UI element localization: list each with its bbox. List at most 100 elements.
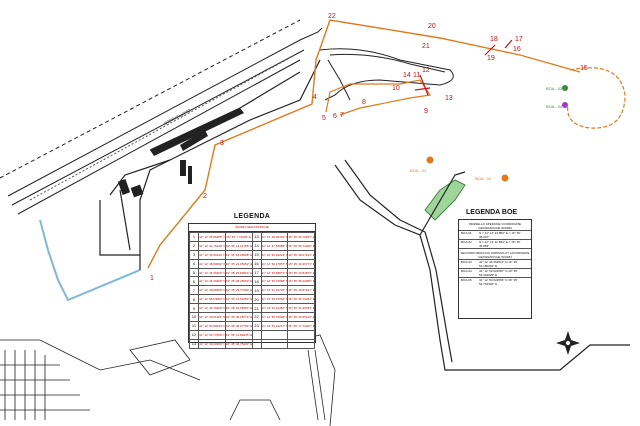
legenda-number: 1 xyxy=(189,232,199,242)
buoy-label: BOA - 04 xyxy=(546,104,563,109)
legenda-coordinate: 16° 35' 38.07754" E xyxy=(224,320,253,331)
legenda-coordinate: 16° 35' 36.87917" E xyxy=(287,285,315,296)
boe-key: BOA-04 xyxy=(461,269,472,273)
compass-rose-icon xyxy=(556,331,580,355)
legenda-coordinate: 41° 12' 53.68873" N xyxy=(260,267,289,278)
breakwater xyxy=(0,19,323,215)
legenda-number: 11 xyxy=(189,320,199,331)
city-blocks xyxy=(0,334,336,426)
legenda-coordinate: 41° 12' 46.76960" N xyxy=(198,303,226,314)
buoys xyxy=(426,85,568,182)
red-markers xyxy=(414,39,513,96)
legenda-coordinate: 41° 12' 49.61115" N xyxy=(198,312,226,322)
legenda-number: 15 xyxy=(251,249,262,260)
point-label: 15 xyxy=(580,65,588,72)
legenda-coordinate: 41° 12' 49.00393" N xyxy=(198,338,226,349)
boe-section-1-title: PENNELLO SPERONE COORDINATE GEOGRAFICHE … xyxy=(468,222,522,230)
boe-value: 41° 12' 50.024556" N 16° 35' 52.752394" … xyxy=(479,278,518,286)
legenda-coordinate: 41° 12' 49.00370" N xyxy=(260,232,289,242)
boe-value: 41° 12' 46.354513" N 16° 35' 53.180294" … xyxy=(479,260,518,268)
point-label: 11 xyxy=(413,72,420,79)
buoy-labels: BOA - 01 BOA - 02 BOA - 03 BOA - 04 xyxy=(410,86,563,181)
buoy-icon xyxy=(501,174,509,182)
buoy-label: BOA - 01 xyxy=(410,168,427,173)
legenda-coordinate: 16° 35' 35.76264" E xyxy=(287,294,315,305)
legenda-coordinate: 41° 12' 53.07062" N xyxy=(260,294,289,305)
legenda-coordinate xyxy=(260,338,289,349)
legenda-number: 6 xyxy=(189,276,199,287)
legenda-coordinate: 41° 12' 53.77050" N xyxy=(198,329,226,340)
legenda-coordinate: 16° 35' 50.74260" E xyxy=(287,240,315,251)
point-label: 7 xyxy=(340,112,344,119)
boe-section-2-title: SECONDO BRACCIO SOPRAFLUT COORDINATE GEO… xyxy=(459,248,531,259)
legenda-coordinate: 16° 35' 29.77683" E xyxy=(224,285,253,296)
buoy-label: BOA - 02 xyxy=(475,176,492,181)
point-label: 19 xyxy=(487,55,495,62)
point-label: 1 xyxy=(150,275,154,282)
point-label: 14 xyxy=(403,72,411,79)
legenda-number: 19 xyxy=(251,285,262,296)
legenda-number: 5 xyxy=(189,267,199,278)
legenda-boe-panel: PENNELLO SPERONE COORDINATE GEOGRAFICHE … xyxy=(458,219,532,319)
legenda-coordinate: 16° 35' 18.26668" E xyxy=(224,249,253,260)
boe-row: BOA-04 41° 12' 53.624587" N 16° 35' 53.40… xyxy=(459,268,531,277)
boe-value: N = 41° 12' 42.894" E = 16° 35' 46.883" xyxy=(479,240,521,248)
legenda-number: 4 xyxy=(189,258,199,269)
legenda-coordinate: 41° 12' 35.86285" N xyxy=(198,232,226,242)
legenda-number: 2 xyxy=(189,240,199,251)
legenda-coordinate: 41° 12' 55.79098" N xyxy=(260,312,289,322)
point-label: 6 xyxy=(333,113,337,120)
legenda-coordinate: 16° 35' 14.21785" E xyxy=(224,240,253,251)
legenda-coordinate: 41° 12' 45.09142" N xyxy=(198,249,226,260)
point-label: 22 xyxy=(328,13,336,20)
legenda-title: LEGENDA xyxy=(233,213,271,220)
boe-value: 41° 12' 53.624587" N 16° 35' 53.404025" … xyxy=(479,269,518,277)
legenda-number xyxy=(251,329,262,340)
legenda-coordinate: 41° 12' 52.17867" N xyxy=(260,258,289,269)
legenda-coordinate: 41° 12' 53.24217" N xyxy=(260,320,289,331)
legenda-number: 21 xyxy=(251,303,262,314)
buoy-label: BOA - 03 xyxy=(546,86,563,91)
legenda-coordinate xyxy=(260,329,289,340)
lower-jetty xyxy=(334,159,630,371)
legenda-coordinate: 41° 12' 50.00930" N xyxy=(198,320,226,331)
legenda-subtitle: WGS84 GEOGRAFICHE xyxy=(189,224,315,232)
water-edge-line xyxy=(39,219,141,302)
buoy-icon xyxy=(562,102,568,108)
legenda-coordinate: 41° 12' 45.26360" N xyxy=(198,267,226,278)
legenda-coordinate: 16° 35' 17.72027" E xyxy=(287,320,315,331)
point-label: 9 xyxy=(424,108,428,115)
point-label: 5 xyxy=(322,115,326,122)
legenda-coordinate: 16° 35' 40.84870" E xyxy=(287,267,315,278)
buoy-icon xyxy=(426,156,434,164)
boe-key: BOA-03 xyxy=(461,260,472,264)
point-label: 13 xyxy=(445,95,453,102)
legenda-number: 14 xyxy=(251,240,262,251)
legenda-coordinate: 41° 12' 52.73988" N xyxy=(260,276,289,287)
legenda-number: 22 xyxy=(251,312,262,322)
legenda-coordinate: 16° 35' 28.25950" E xyxy=(224,276,253,287)
point-label: 2 xyxy=(203,193,207,200)
legenda-number: 12 xyxy=(189,329,199,340)
legenda-coordinate: 16° 35' 29.83563" E xyxy=(224,267,253,278)
legenda-coordinate: 41° 12' 51.93705" N xyxy=(260,285,289,296)
legenda-coordinate: 16° 35' 48.07224" E xyxy=(287,249,315,260)
upper-pier xyxy=(319,48,454,101)
boe-section-2: BOA-03 41° 12' 46.354513" N 16° 35' 53.18… xyxy=(459,259,531,286)
legenda-coordinate: 41° 12' 41.75436" N xyxy=(198,240,226,251)
green-area xyxy=(424,179,466,221)
